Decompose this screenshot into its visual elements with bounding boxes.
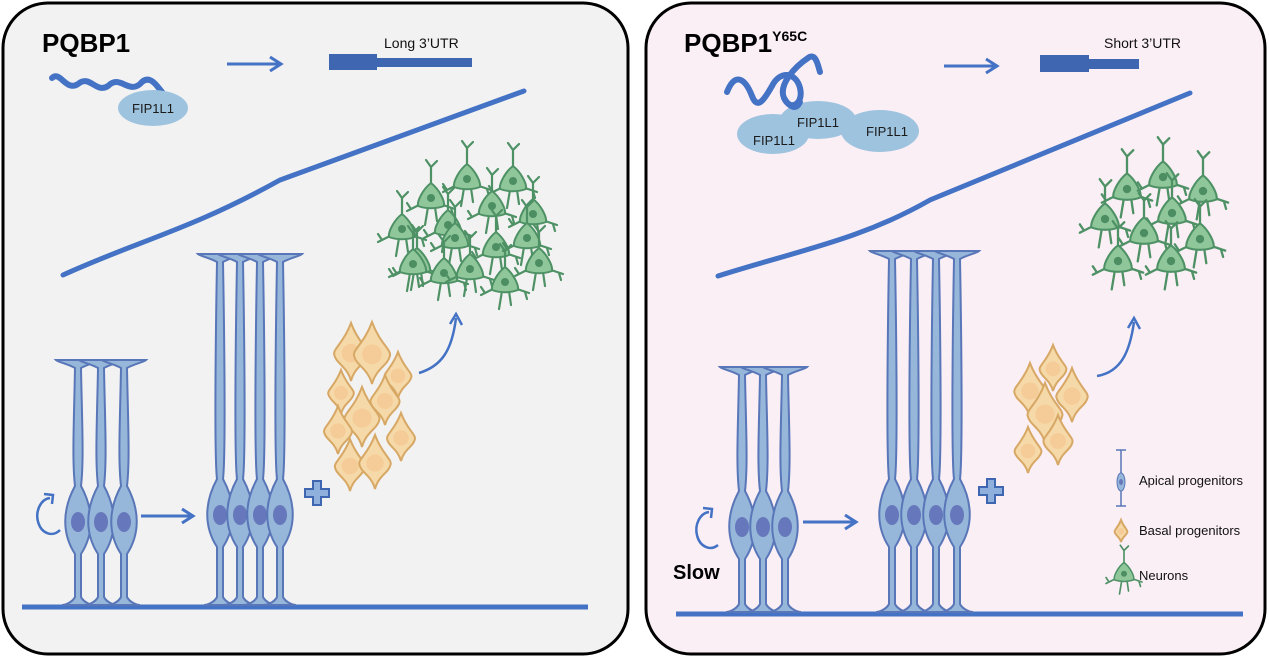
- apical-progenitor-cell: [255, 253, 305, 606]
- nucleus: [213, 505, 227, 525]
- nucleus: [71, 512, 85, 532]
- basal-progenitor-cell: [353, 319, 391, 385]
- long-utr-transcript: [329, 54, 472, 70]
- apical-progenitor-icon: [1116, 449, 1126, 507]
- basal-progenitor-cell: [1042, 412, 1074, 466]
- nucleus: [907, 505, 921, 525]
- utr-label: Short 3’UTR: [1104, 35, 1181, 51]
- fip1l1-blob: [780, 101, 856, 139]
- neuron-cell: [444, 229, 496, 298]
- basal-progenitor-cell: [1055, 365, 1089, 423]
- neuron-cell: [1145, 171, 1199, 243]
- pqbp1-mutant-protein-icon: [724, 53, 823, 109]
- neuron-cell: [429, 198, 481, 267]
- legend-item-neuron: Neurons: [1105, 544, 1189, 595]
- apical-progenitor-group-expanded: [195, 253, 305, 606]
- short-utr-transcript: [1040, 55, 1139, 72]
- differentiation-arrow-icon: [1096, 321, 1136, 378]
- arrow-icon: [803, 513, 859, 531]
- legend-item-apical: Apical progenitors: [1116, 449, 1244, 507]
- rate-label: Slow: [673, 562, 720, 584]
- nucleus: [233, 505, 247, 525]
- apical-progenitor-cell: [932, 250, 982, 613]
- basal-progenitor-cell: [386, 410, 416, 462]
- basal-progenitor-icon: [1113, 517, 1129, 543]
- neuron-cell: [513, 223, 565, 292]
- neuron-cell: [507, 174, 559, 243]
- nucleus: [117, 512, 131, 532]
- differentiation-arrow-icon: [418, 317, 458, 375]
- cycle-arrow-icon: [36, 496, 61, 536]
- neuron-cell: [1136, 135, 1190, 207]
- plus-icon: [978, 478, 1004, 504]
- apical-progenitor-group-early: [53, 359, 149, 606]
- fip1l1-label: FIP1L1: [797, 115, 839, 130]
- basal-progenitor-cell: [1013, 424, 1043, 474]
- nucleus: [735, 517, 749, 537]
- basal-progenitor-cell: [358, 432, 392, 490]
- nucleus: [253, 505, 267, 525]
- neuron-cell: [479, 242, 531, 311]
- fip1l1-label: FIP1L1: [132, 101, 174, 116]
- fip1l1-blob: [841, 110, 919, 152]
- neuron-cell: [1173, 197, 1227, 269]
- basal-progenitor-cell: [343, 384, 381, 448]
- nucleus: [94, 512, 108, 532]
- nucleus: [273, 505, 287, 525]
- neuron-icon: [1105, 544, 1143, 595]
- fip1l1-label: FIP1L1: [866, 124, 908, 139]
- nucleus: [929, 505, 943, 525]
- neuron-cell: [466, 166, 518, 235]
- apical-progenitor-group-early: [717, 366, 810, 613]
- neuron-cluster: [376, 139, 565, 311]
- nucleus: [885, 505, 899, 525]
- fip1l1-complex: FIP1L1 FIP1L1 FIP1L1: [737, 101, 919, 154]
- neuron-cell: [1091, 219, 1145, 291]
- neuron-cell: [1144, 219, 1198, 291]
- neuron-cluster: [1078, 135, 1230, 291]
- basal-progenitor-cluster: [1013, 342, 1089, 474]
- panel-title: PQBP1: [42, 28, 130, 58]
- panel-mutant: PQBP1Y65C FIP1L1 FIP1L1 FIP1L1 Short 3’U…: [644, 1, 1267, 656]
- cycle-arrowhead: [43, 492, 55, 505]
- cycle-arrowhead: [702, 506, 714, 519]
- basal-progenitor-cell: [1038, 342, 1068, 392]
- utr-label: Long 3’UTR: [384, 35, 459, 51]
- neuron-cell: [1176, 149, 1230, 221]
- legend-label: Basal progenitors: [1139, 523, 1241, 538]
- legend-item-basal: Basal progenitors: [1113, 517, 1241, 543]
- panel-title: PQBP1Y65C: [684, 28, 807, 58]
- legend-label: Neurons: [1139, 568, 1189, 583]
- legend-label: Apical progenitors: [1139, 473, 1244, 488]
- panel-wild-type: PQBP1 FIP1L1 Long 3’UTR: [1, 1, 630, 656]
- arrow-icon: [944, 57, 1000, 75]
- apical-progenitor-cell: [99, 359, 149, 606]
- nucleus: [756, 517, 770, 537]
- cortex-growth-curve: [60, 88, 527, 278]
- nucleus: [950, 505, 964, 525]
- neuron-cell: [376, 189, 428, 258]
- basal-progenitor-cluster: [323, 319, 416, 492]
- basal-progenitor-cell: [323, 403, 353, 455]
- neuron-cell: [441, 139, 493, 208]
- fip1l1-label: FIP1L1: [753, 133, 795, 148]
- nucleus: [778, 517, 792, 537]
- legend: Apical progenitors Basal progenitors Neu…: [1105, 449, 1244, 595]
- pqbp1-protein-icon: [49, 73, 165, 95]
- cortex-growth-curve: [715, 90, 1193, 279]
- cycle-arrow-icon: [695, 510, 719, 550]
- basal-progenitor-cell: [369, 372, 401, 426]
- panel-background: [1, 1, 630, 656]
- fip1l1-blob: [118, 90, 188, 126]
- arrow-icon: [141, 507, 196, 525]
- neuron-cell: [1117, 191, 1171, 263]
- neuron-cell: [1105, 544, 1143, 595]
- basal-progenitor-cell: [1113, 517, 1129, 543]
- fip1l1-complex: FIP1L1: [118, 90, 188, 126]
- apical-progenitor-group-expanded: [867, 250, 982, 613]
- neuron-cell: [1078, 177, 1132, 249]
- arrow-icon: [227, 55, 284, 73]
- plus-icon: [304, 480, 330, 506]
- apical-progenitor-cell: [760, 366, 810, 613]
